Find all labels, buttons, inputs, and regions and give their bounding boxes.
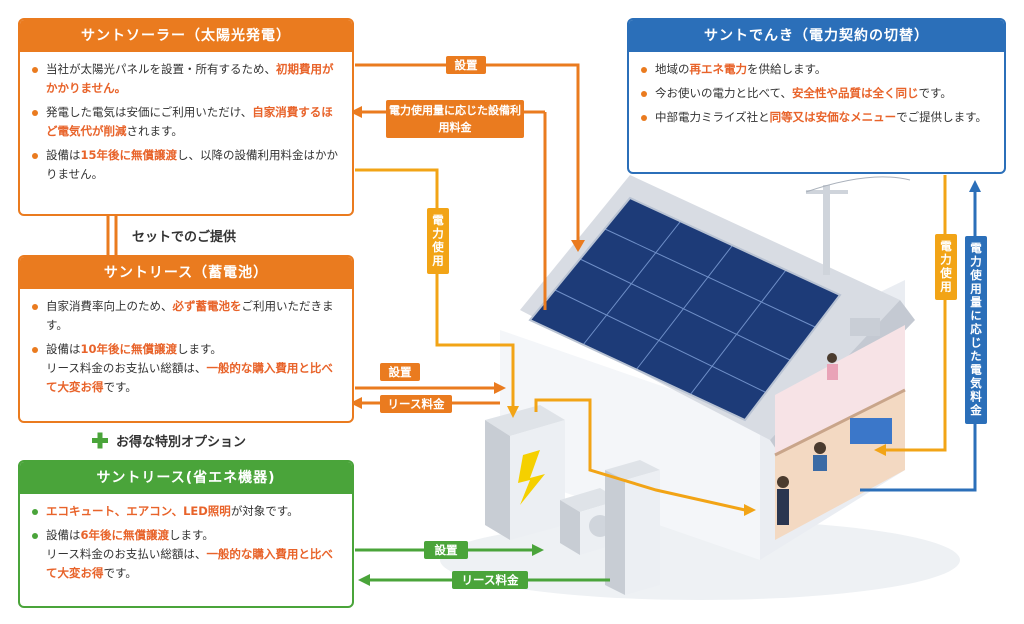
solar-service-card: サントソーラー（太陽光発電） 当社が太陽光パネルを設置・所有するため、初期費用が… (18, 18, 354, 216)
utility-pole-icon (805, 176, 911, 275)
eco-item: エコキュート、エアコン、LED照明が対象です。 (30, 502, 342, 521)
denki-item: 今お使いの電力と比べて、安全性や品質は全く同じです。 (639, 84, 994, 103)
usage-fee-label: 電力使用量に応じた設備利用料金 (386, 100, 524, 138)
solar-panel-icon (528, 196, 842, 422)
power-use-right-label: 電力使用 (935, 234, 957, 300)
battery-icon (485, 405, 565, 540)
plus-icon (92, 432, 108, 449)
eco-equipment-card: サントリース(省エネ機器) エコキュート、エアコン、LED照明が対象です。 設備… (18, 460, 354, 608)
solar-item: 発電した電気は安価にご利用いただけ、自家消費するほど電気代が削減されます。 (30, 103, 342, 141)
electric-fee-label: 電力使用量に応じた電気料金 (965, 236, 987, 424)
solar-item: 設備は15年後に無償譲渡し、以降の設備利用料金はかかりません。 (30, 146, 342, 184)
battery-install-label: 設置 (380, 363, 420, 381)
electricity-contract-card: サントでんき（電力契約の切替） 地域の再エネ電力を供給します。 今お使いの電力と… (627, 18, 1006, 174)
denki-item: 地域の再エネ電力を供給します。 (639, 60, 994, 79)
power-use-label: 電力使用 (427, 208, 449, 274)
special-option-note: お得な特別オプション (116, 435, 247, 450)
desk-icon (850, 318, 880, 336)
set-offer-note: セットでのご提供 (132, 230, 237, 245)
battery-item: 自家消費率向上のため、必ず蓄電池をご利用いただきます。 (30, 297, 342, 335)
denki-item: 中部電力ミライズ社と同等又は安価なメニューでご提供します。 (639, 108, 994, 127)
install-label: 設置 (446, 56, 486, 74)
battery-item: 設備は10年後に無償譲渡します。リース料金のお支払い総額は、一般的な購入費用と比… (30, 340, 342, 397)
battery-service-card: サントリース（蓄電池） 自家消費率向上のため、必ず蓄電池をご利用いただきます。 … (18, 255, 354, 423)
eco-lease-fee-label: リース料金 (452, 571, 528, 589)
resident-icon (777, 353, 838, 525)
eco-card-title: サントリース(省エネ機器) (20, 462, 352, 494)
denki-card-title: サントでんき（電力契約の切替） (629, 20, 1004, 52)
solar-card-title: サントソーラー（太陽光発電） (20, 20, 352, 52)
solar-item: 当社が太陽光パネルを設置・所有するため、初期費用がかかりません。 (30, 60, 342, 98)
eco-item: 設備は6年後に無償譲渡します。リース料金のお支払い総額は、一般的な購入費用と比べ… (30, 526, 342, 583)
tv-icon (850, 418, 892, 444)
battery-card-title: サントリース（蓄電池） (20, 257, 352, 289)
battery-lease-fee-label: リース料金 (380, 395, 452, 413)
water-heater-icon (605, 460, 660, 595)
eco-install-label: 設置 (424, 541, 468, 559)
